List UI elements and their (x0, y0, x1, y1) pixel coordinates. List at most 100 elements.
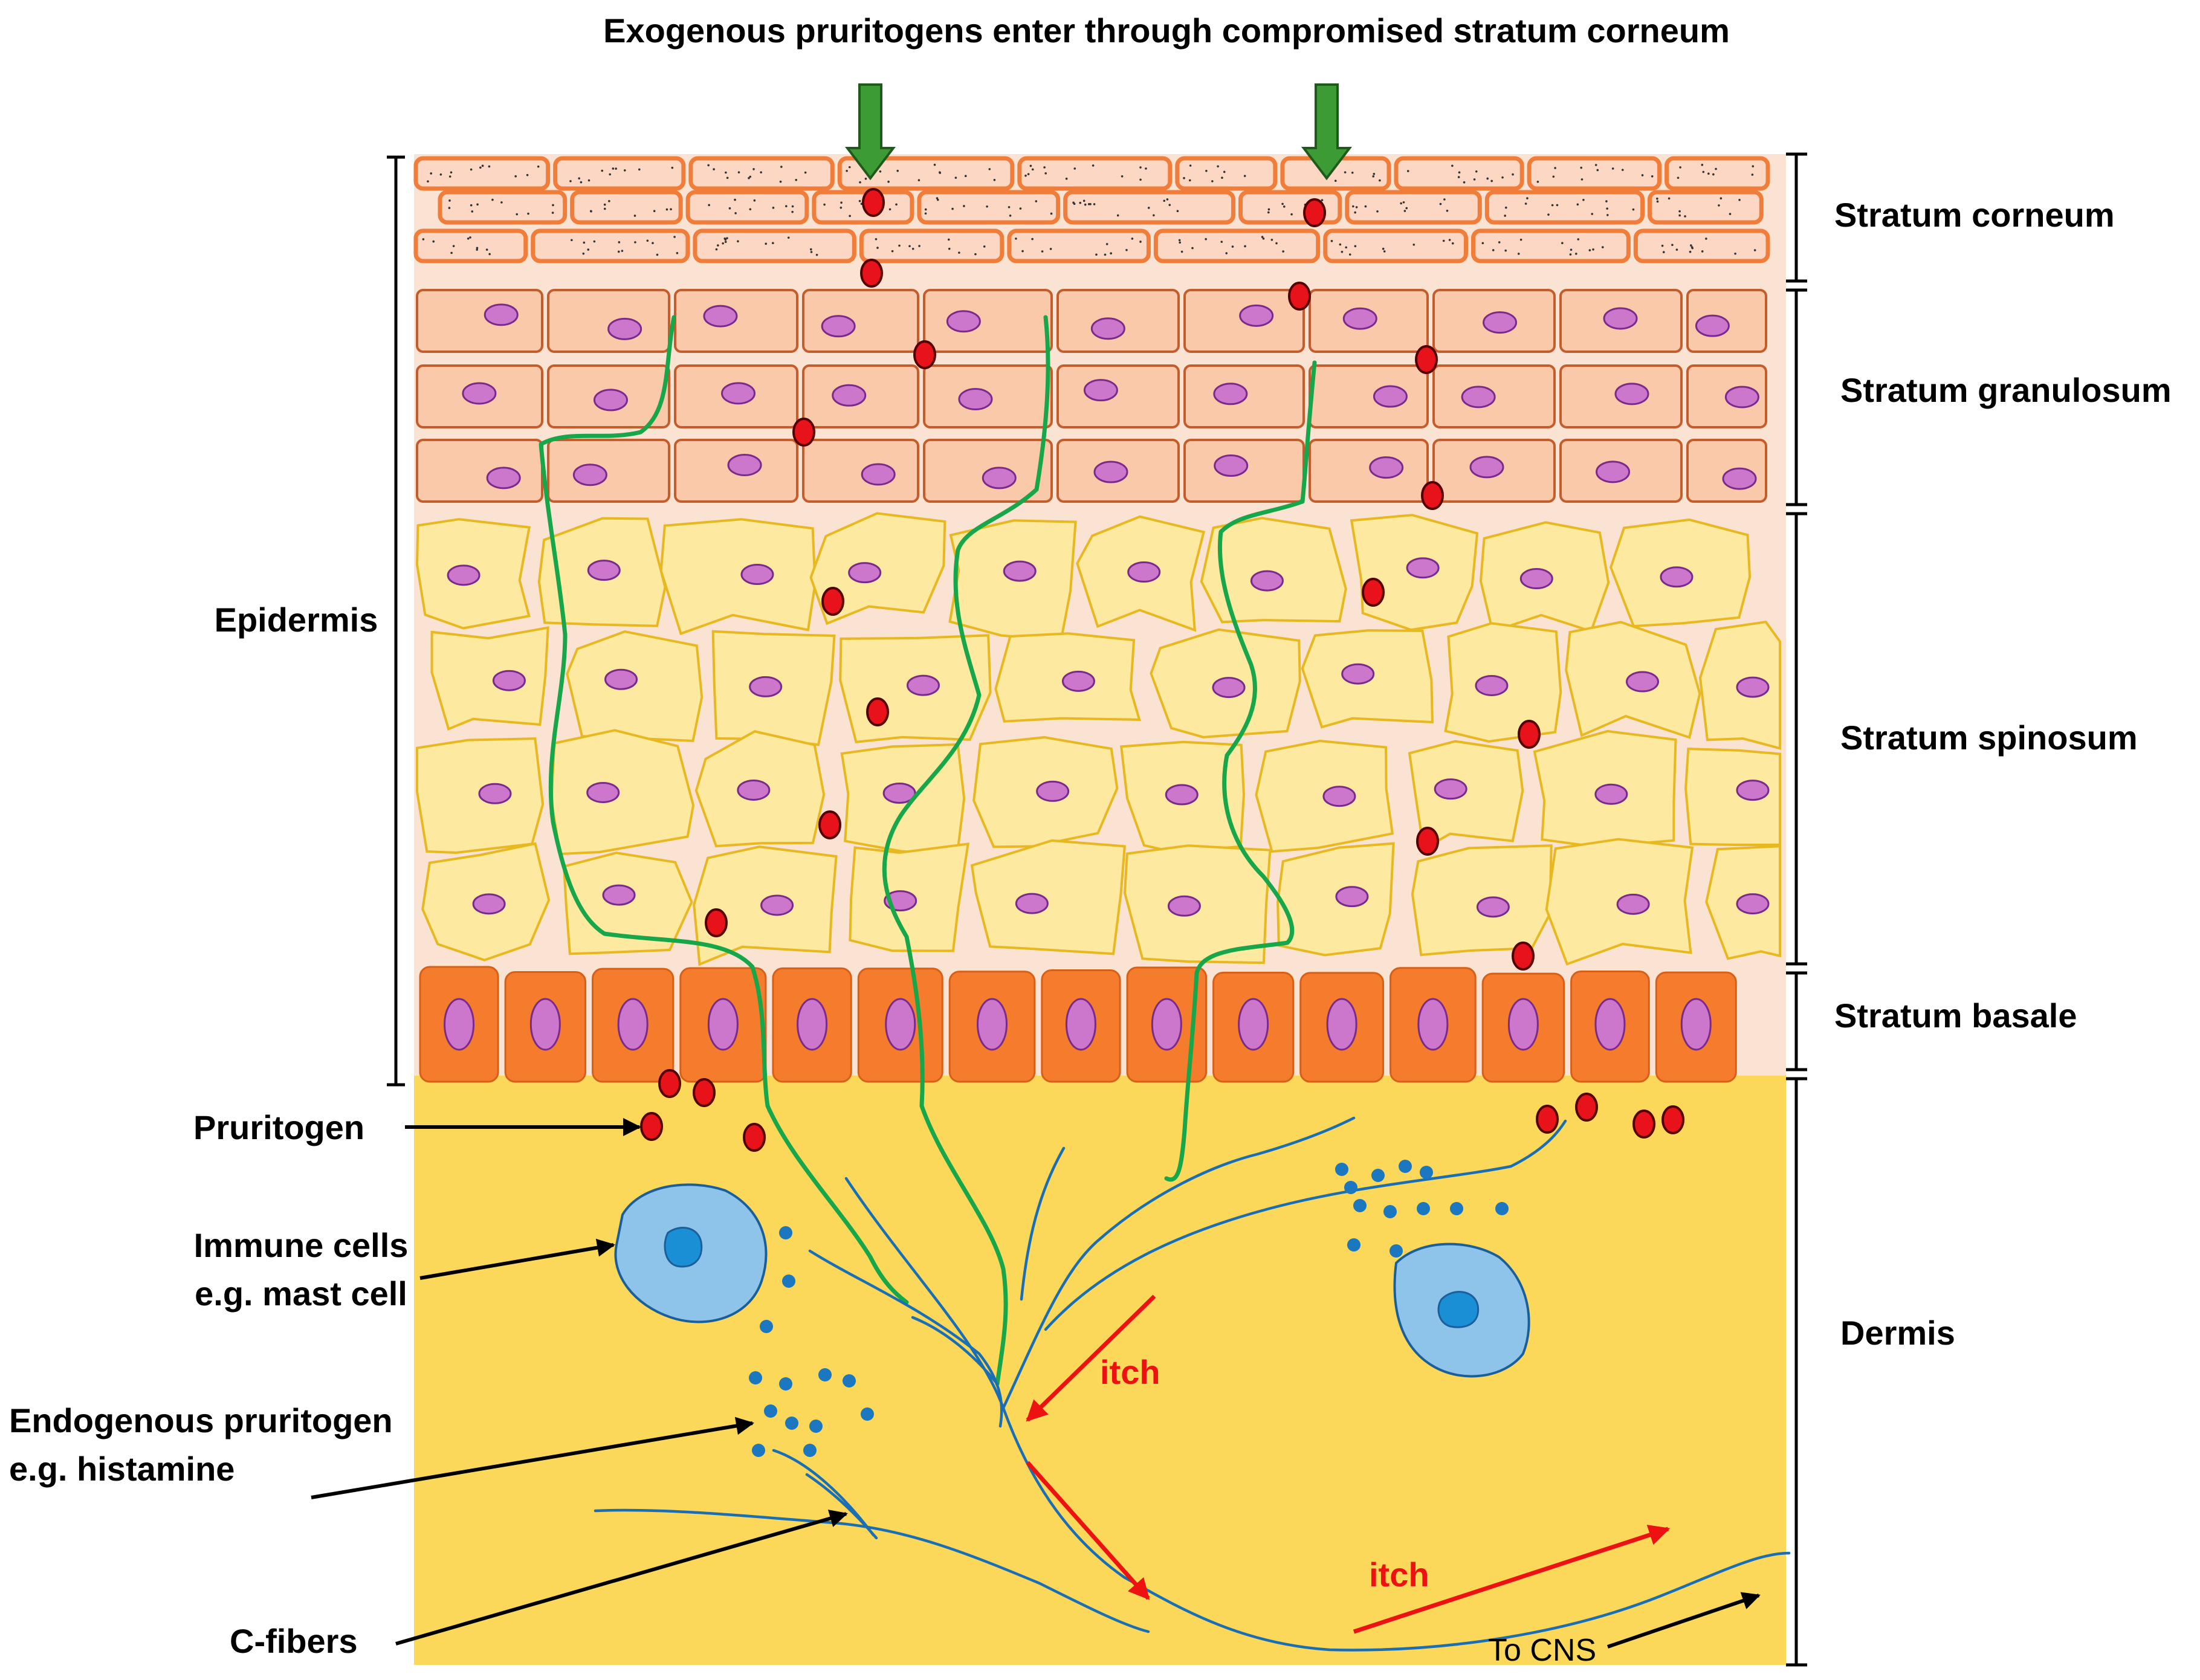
corneocyte-dot (1211, 180, 1214, 183)
corneocyte-dot (1498, 241, 1501, 244)
corneocyte-dot (1678, 214, 1681, 217)
granular-cell (1309, 439, 1429, 503)
corneocyte-dot (1179, 241, 1182, 244)
endogenous-pruritogen-label: Endogenous pruritogen (9, 1401, 393, 1439)
corneocyte (859, 228, 1005, 263)
corneocyte-dot (608, 199, 610, 202)
corneocyte-dot (587, 179, 590, 182)
cell-nucleus (1680, 998, 1712, 1051)
corneocyte-dot (452, 245, 455, 247)
corneocyte-dot (859, 181, 861, 184)
cell-nucleus (447, 564, 480, 586)
corneocyte-dot (526, 173, 529, 176)
itch-arrow-cns (1353, 1525, 1671, 1634)
stratum-granulosum-layer (416, 289, 1767, 503)
corneocyte (685, 190, 809, 225)
corneocyte-dot (1701, 250, 1704, 253)
mast-cell-example-label: e.g. mast cell (195, 1275, 407, 1313)
cell-nucleus (882, 782, 916, 804)
cell-nucleus (1461, 386, 1496, 409)
corneocyte-dot (1049, 248, 1052, 250)
corneocyte-dot (726, 176, 729, 179)
corneocyte-dot (787, 236, 790, 239)
cell-nucleus (444, 998, 475, 1051)
corneocyte-dot (1752, 165, 1755, 167)
cell-nucleus (907, 674, 940, 696)
corneocyte-dot (467, 237, 470, 240)
corneocyte-dot (1139, 166, 1142, 169)
corneocyte-dot (1131, 237, 1134, 240)
histamine-molecule (779, 1226, 792, 1239)
corneocyte-dot (1217, 165, 1219, 168)
corneocyte-dot (1168, 204, 1171, 206)
corneocyte-dot (1376, 210, 1379, 213)
cell-nucleus (1736, 893, 1770, 915)
dermis-label: Dermis (1840, 1314, 1955, 1352)
corneocyte-dot (891, 250, 894, 253)
corneocyte-dot (1330, 240, 1333, 242)
corneocyte-dot (1400, 202, 1402, 205)
cell-nucleus (737, 779, 771, 801)
granular-cell (1056, 364, 1180, 428)
corneocyte-dot (537, 165, 540, 168)
histamine-molecule (1450, 1202, 1463, 1215)
pruritogen (913, 340, 936, 369)
corneocyte-dot (1561, 242, 1564, 245)
histamine-molecule (749, 1371, 762, 1384)
histamine-molecule (1383, 1205, 1397, 1218)
corneocyte-dot (725, 171, 727, 174)
corneocyte-dot (723, 237, 726, 240)
cell-nucleus (707, 998, 739, 1051)
corneocyte-dot (717, 244, 719, 247)
histamine-molecule (782, 1275, 795, 1288)
cell-nucleus (1417, 998, 1449, 1051)
corneocyte-dot (760, 171, 762, 173)
corneocyte-dot (1580, 166, 1582, 169)
corneocyte-dot (875, 237, 878, 241)
corneocyte-dot (737, 240, 739, 243)
corneocyte-dot (1334, 179, 1337, 182)
corneocyte-dot (734, 198, 736, 201)
cell-nucleus (982, 467, 1017, 489)
cell-nucleus (617, 998, 649, 1051)
cell-nucleus (821, 315, 856, 338)
corneocyte-dot (1729, 213, 1732, 215)
corneocyte-dot (1641, 174, 1644, 176)
pruritogen (821, 587, 844, 616)
corneocyte-dot (791, 205, 794, 208)
mast-cell-nucleus (1437, 1291, 1480, 1328)
entry-arrow (1301, 83, 1353, 181)
corneocyte (570, 190, 683, 225)
corneocyte-dot (963, 205, 965, 207)
corneocyte-dot (772, 207, 775, 209)
corneocyte-dot (1082, 199, 1085, 202)
corneocyte-dot (1225, 252, 1228, 254)
cell-nucleus (1469, 456, 1504, 479)
pruritogen (1661, 1105, 1684, 1134)
corneocyte-dot (951, 207, 954, 210)
corneocyte-dot (481, 164, 484, 167)
corneocyte-dot (1451, 164, 1454, 167)
corneocyte-dot (1270, 239, 1273, 241)
corneocyte-dot (1481, 242, 1484, 245)
corneocyte-dot (1354, 211, 1356, 214)
corneocyte-dot (1689, 250, 1692, 253)
cell-nucleus (1660, 566, 1694, 588)
pruritogen (1421, 481, 1444, 510)
corneocyte-dot (1551, 204, 1554, 207)
corneocyte-dot (1526, 197, 1529, 199)
corneocyte-dot (898, 244, 901, 247)
immune-cells-label: Immune cells (194, 1226, 409, 1264)
corneocyte-dot (1504, 215, 1506, 217)
histamine-molecule (843, 1374, 856, 1388)
corneocyte-dot (1707, 172, 1710, 175)
corneocyte (1017, 156, 1173, 191)
histamine-molecule (1353, 1199, 1367, 1212)
corneocyte-dot (933, 163, 936, 166)
cell-nucleus (1434, 778, 1467, 800)
corneocyte-dot (612, 167, 615, 170)
corneocyte-dot (439, 173, 442, 176)
corneocyte-dot (430, 172, 433, 175)
entry-arrows (844, 83, 1353, 181)
